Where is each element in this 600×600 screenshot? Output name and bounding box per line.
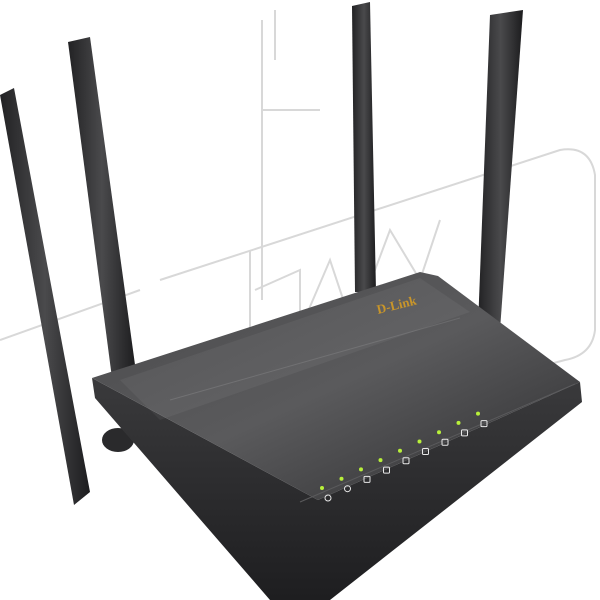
led-lan1 xyxy=(359,467,363,472)
lan3-icon xyxy=(402,457,410,465)
lan2-icon xyxy=(383,466,390,474)
internet-icon xyxy=(344,485,351,493)
led-lan4 xyxy=(417,439,422,444)
power-icon xyxy=(324,494,332,502)
lan1-icon xyxy=(363,475,371,483)
antenna-right-inner xyxy=(352,2,376,292)
led-wifi-2g xyxy=(437,430,441,435)
led-wifi-5g xyxy=(456,420,461,425)
antenna-left-outer xyxy=(0,88,90,505)
router-front-face xyxy=(92,378,582,600)
antenna-left-inner xyxy=(68,37,136,378)
led-wps xyxy=(476,411,480,416)
led-edge xyxy=(299,383,576,503)
top-sheen xyxy=(120,278,470,420)
wifi-2g-icon xyxy=(441,438,449,446)
wifi-5g-icon xyxy=(461,429,468,437)
lan4-icon xyxy=(422,448,429,455)
wps-icon xyxy=(480,420,488,428)
led-internet xyxy=(339,476,344,481)
led-lan3 xyxy=(398,448,402,453)
led-power xyxy=(320,486,324,490)
antenna-right-outer xyxy=(478,10,523,330)
led-indicators xyxy=(320,411,488,502)
antenna-hinge xyxy=(102,428,134,452)
top-crease xyxy=(169,317,461,401)
led-lan2 xyxy=(378,458,383,463)
router-top-surface xyxy=(92,272,580,500)
